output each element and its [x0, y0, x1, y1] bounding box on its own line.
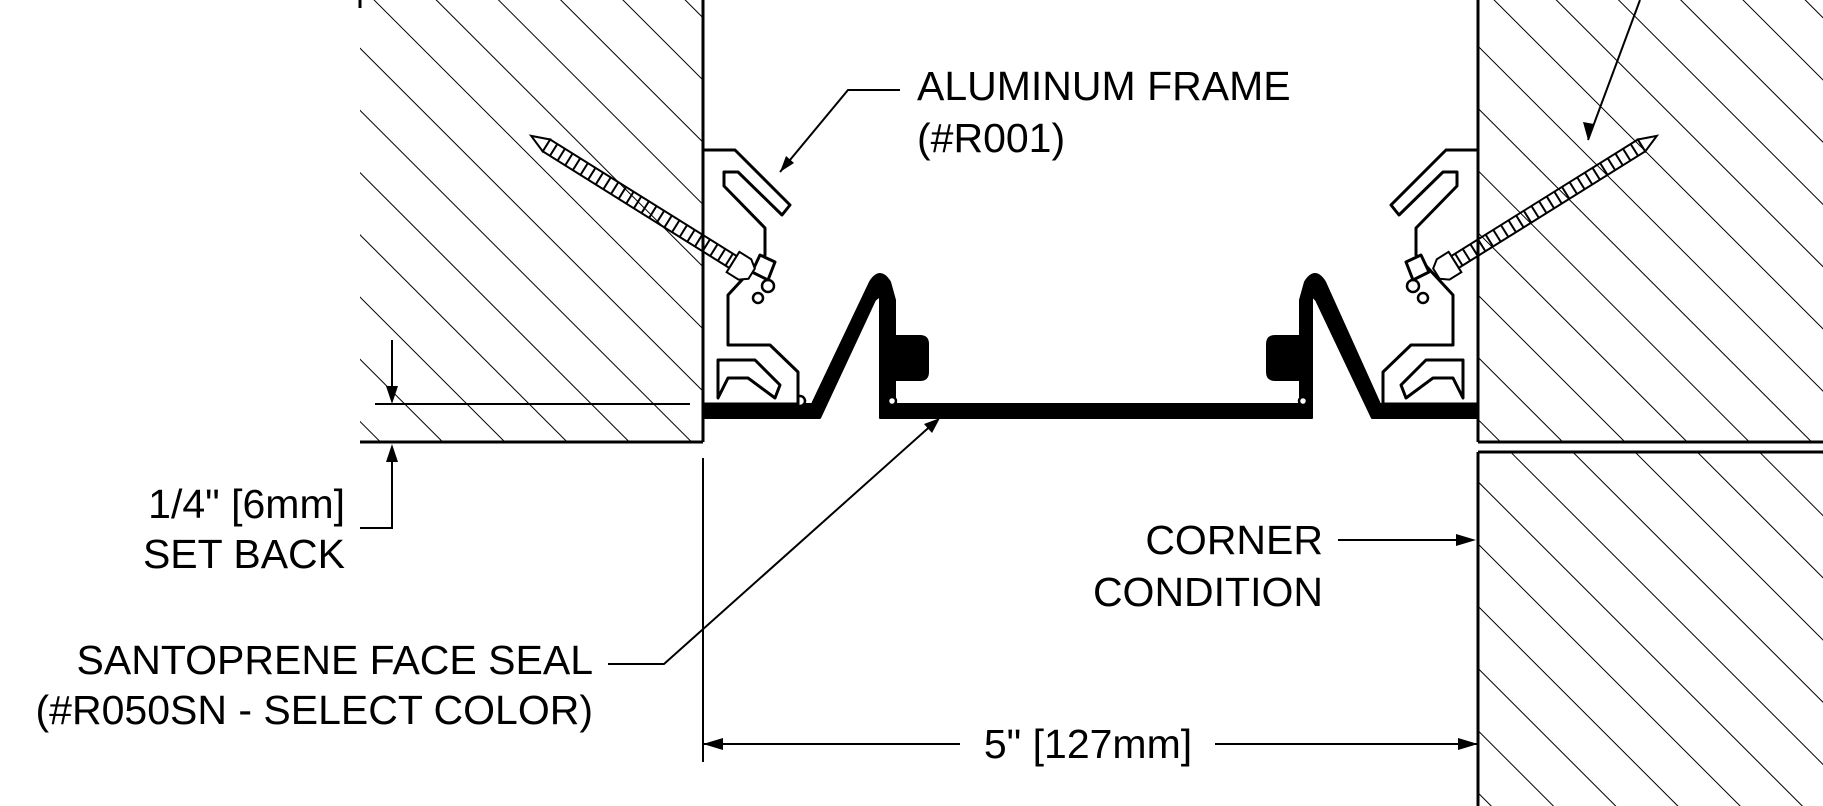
setback-size-label: 1/4" [6mm]	[148, 481, 345, 527]
face-seal-label: SANTOPRENE FACE SEAL	[77, 637, 593, 683]
right-anchor-screw	[1432, 134, 1660, 281]
aluminum-frame-part-number: (#R001)	[917, 115, 1065, 161]
joint-width-label: 5" [127mm]	[984, 721, 1192, 767]
joint-width-dimension: 5" [127mm]	[703, 721, 1478, 767]
corner-label: CORNER	[1145, 517, 1323, 563]
left-substrate-wall	[358, 0, 705, 444]
left-anchor-screw	[528, 134, 756, 281]
right-aluminum-frame	[1381, 148, 1480, 406]
santoprene-face-seal	[702, 273, 1479, 419]
setback-dimension: 1/4" [6mm] SET BACK	[143, 340, 690, 577]
aluminum-frame-label: ALUMINUM FRAME	[917, 63, 1291, 109]
face-seal-callout: SANTOPRENE FACE SEAL (#R050SN - SELECT C…	[36, 418, 940, 733]
setback-label: SET BACK	[143, 531, 345, 577]
face-seal-part-number: (#R050SN - SELECT COLOR)	[36, 687, 593, 733]
condition-label: CONDITION	[1093, 569, 1323, 615]
corner-condition-wall	[1476, 450, 1823, 806]
corner-condition-callout: CORNER CONDITION	[1093, 517, 1476, 615]
right-screw-leader	[1583, 0, 1641, 141]
left-aluminum-frame	[701, 148, 800, 406]
aluminum-frame-callout: ALUMINUM FRAME (#R001)	[779, 63, 1291, 173]
